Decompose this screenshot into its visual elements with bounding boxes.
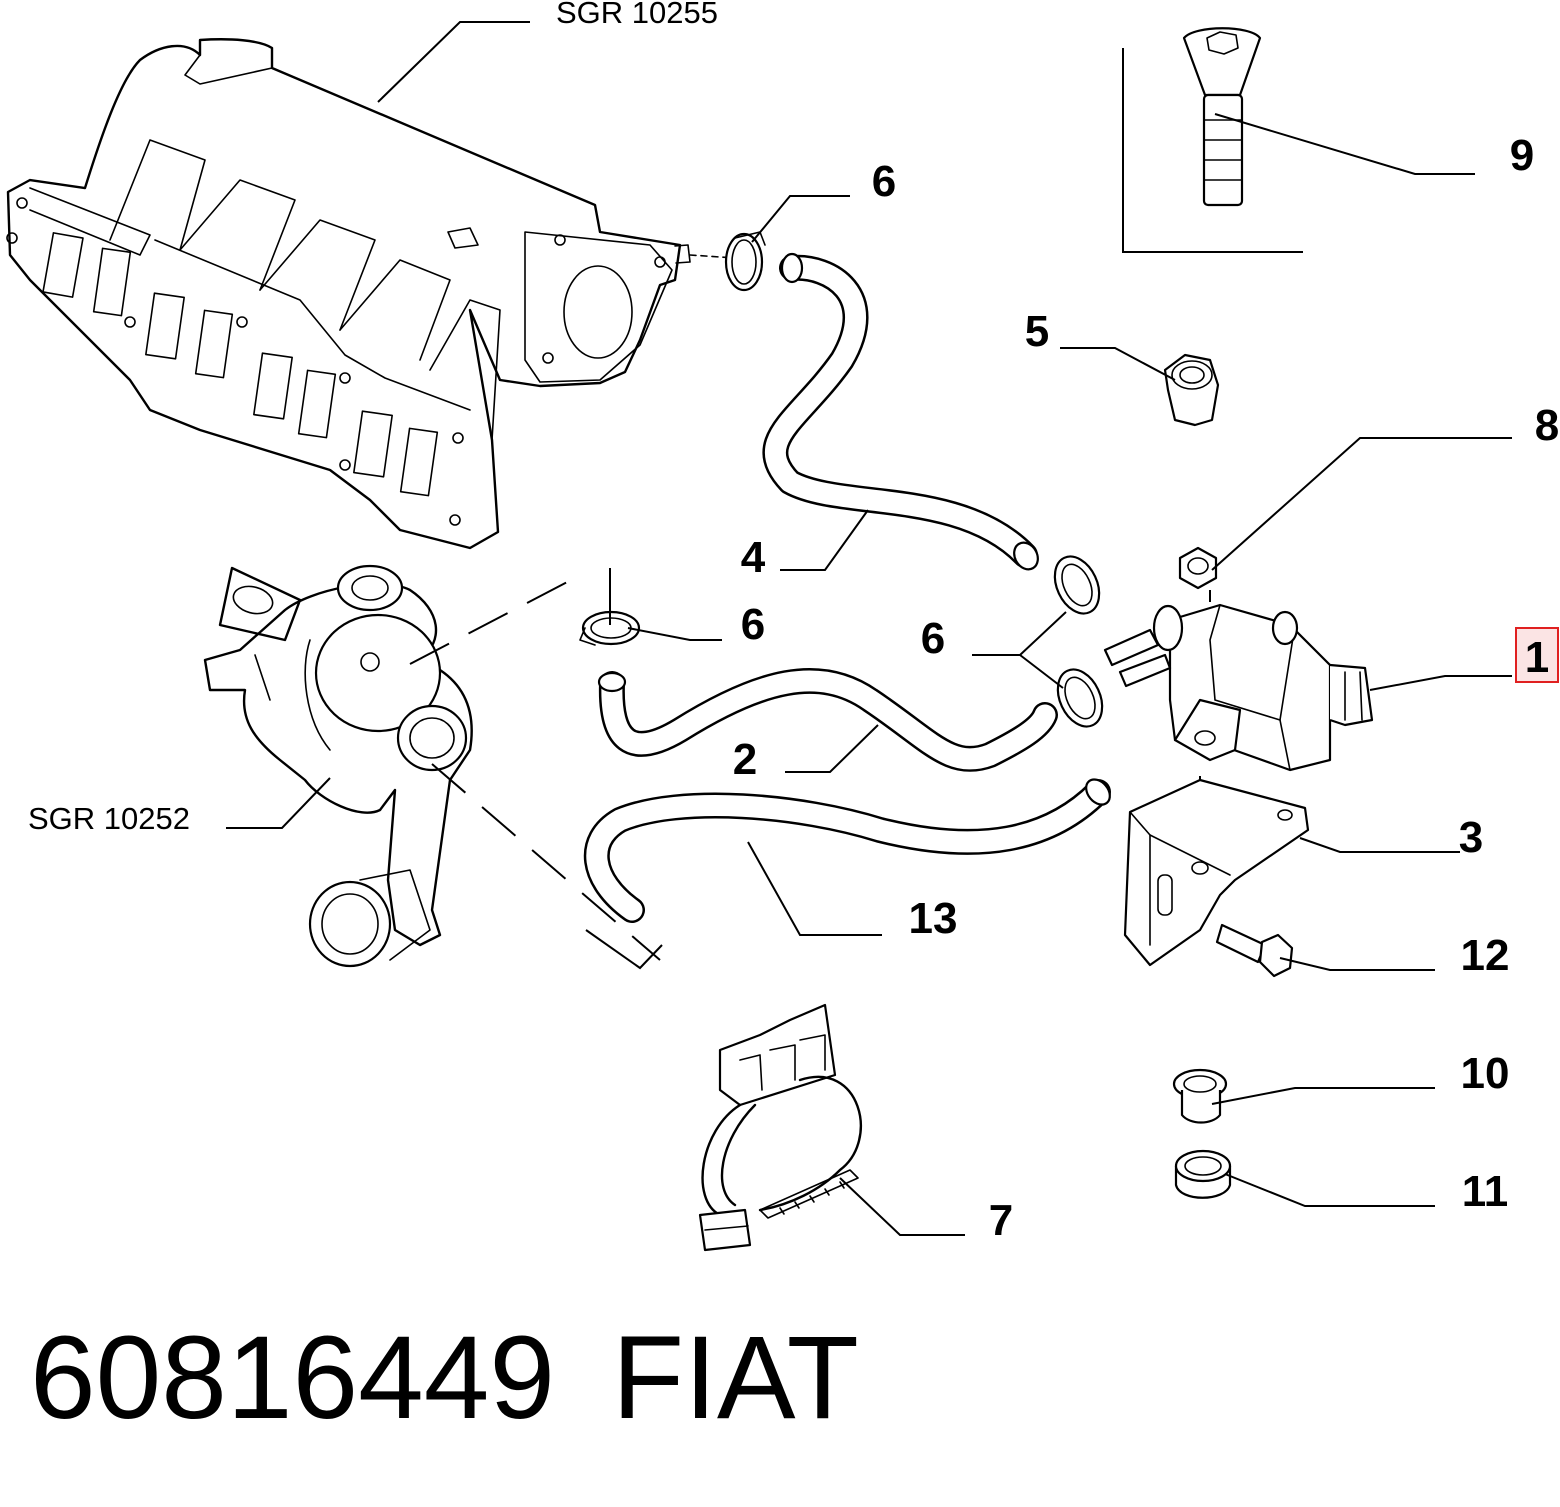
callout-5[interactable]: 5 <box>1025 307 1049 356</box>
cable-clip-7 <box>698 1003 863 1252</box>
ref-egr-valve: SGR 10252 <box>28 801 190 836</box>
callout-6-left[interactable]: 6 <box>741 600 765 649</box>
callout-2[interactable]: 2 <box>733 735 757 784</box>
callout-4[interactable]: 4 <box>741 533 766 582</box>
callout-1-highlight <box>1515 627 1559 683</box>
nut-8 <box>1178 546 1218 590</box>
hose-2 <box>597 668 1058 772</box>
egr-valve <box>203 564 473 968</box>
screw-12 <box>1215 923 1294 978</box>
bushing-10 <box>1172 1068 1228 1124</box>
callout-13[interactable]: 13 <box>909 894 958 943</box>
brand-name: FIAT <box>612 1312 859 1444</box>
nut-5 <box>1163 353 1220 427</box>
callout-8[interactable]: 8 <box>1535 401 1559 450</box>
hose-clamp <box>1053 555 1101 615</box>
seal-11 <box>1174 1149 1232 1199</box>
callout-7[interactable]: 7 <box>989 1196 1013 1245</box>
hose-clamp <box>1056 668 1104 728</box>
leader-lines <box>226 21 1512 1236</box>
bracket-3 <box>1123 778 1310 967</box>
bolt-9 <box>1122 27 1303 253</box>
callout-3[interactable]: 3 <box>1459 813 1483 862</box>
part-number: 60816449 <box>30 1312 555 1444</box>
callout-6-right[interactable]: 6 <box>921 614 945 663</box>
callout-1[interactable]: 1 <box>1525 633 1549 682</box>
callout-10[interactable]: 10 <box>1461 1049 1510 1098</box>
intake-manifold <box>6 38 736 550</box>
hose-13 <box>583 778 1111 923</box>
hose-4 <box>762 252 1039 571</box>
callout-6-top[interactable]: 6 <box>872 157 896 206</box>
ref-intake-manifold: SGR 10255 <box>556 0 718 30</box>
callout-11[interactable]: 11 <box>1462 1167 1509 1216</box>
callout-9[interactable]: 9 <box>1510 131 1534 180</box>
hose-clamp <box>724 231 766 292</box>
callout-12[interactable]: 12 <box>1461 931 1510 980</box>
solenoid-valve <box>1103 603 1374 772</box>
